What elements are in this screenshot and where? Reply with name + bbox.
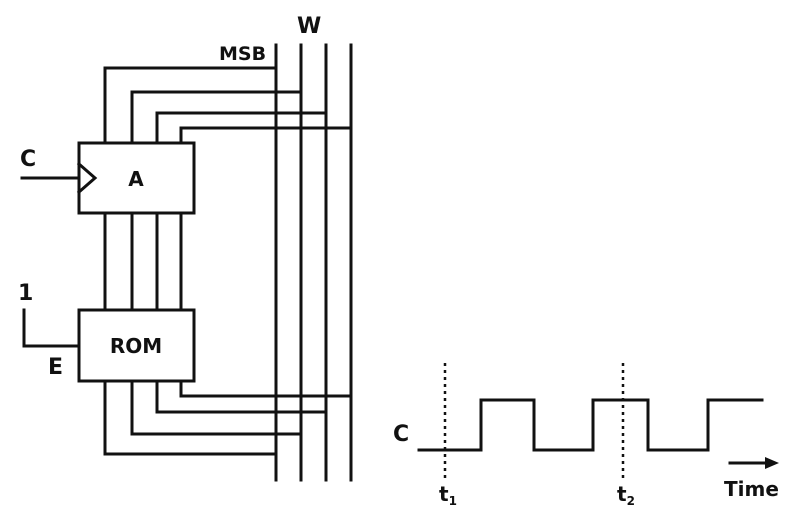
register-a-box bbox=[77, 141, 196, 215]
register-a: A bbox=[76, 141, 196, 215]
register-to-rom-wires bbox=[103, 211, 183, 312]
enable-label: E bbox=[48, 355, 63, 380]
wire-4-to-a bbox=[179, 126, 353, 145]
bus-w bbox=[274, 43, 353, 482]
wire-3-to-a bbox=[155, 111, 328, 145]
time-arrow-icon bbox=[765, 457, 779, 469]
const-input-label: 1 bbox=[18, 281, 33, 306]
rom-to-bus-wires bbox=[103, 379, 353, 456]
clock-input-label: C bbox=[20, 147, 36, 172]
rom-label: ROM bbox=[110, 334, 162, 358]
t1-label: t1 bbox=[439, 482, 457, 508]
wire-msb-to-a bbox=[103, 66, 278, 145]
wire-2-to-a bbox=[130, 90, 303, 145]
clock-waveform: C t1 t2 Time bbox=[393, 363, 779, 508]
wire-rom-1-to-bus bbox=[103, 379, 278, 456]
bus-to-register-wires bbox=[103, 66, 353, 145]
wire-rom-2-to-bus bbox=[130, 379, 303, 436]
enable-wire bbox=[22, 308, 81, 348]
register-a-label: A bbox=[128, 167, 144, 191]
clock-triangle-icon bbox=[76, 161, 98, 195]
wire-rom-3-to-bus bbox=[155, 379, 328, 414]
wire-rom-4-to-bus bbox=[179, 379, 353, 398]
rom-box bbox=[77, 308, 196, 383]
time-label: Time bbox=[724, 477, 779, 501]
bus-label: W bbox=[297, 14, 321, 39]
rom: ROM bbox=[77, 308, 196, 383]
clock-square-wave bbox=[417, 398, 764, 452]
clock-wave-label: C bbox=[393, 422, 409, 447]
msb-label: MSB bbox=[219, 43, 266, 65]
t2-label: t2 bbox=[617, 482, 635, 508]
